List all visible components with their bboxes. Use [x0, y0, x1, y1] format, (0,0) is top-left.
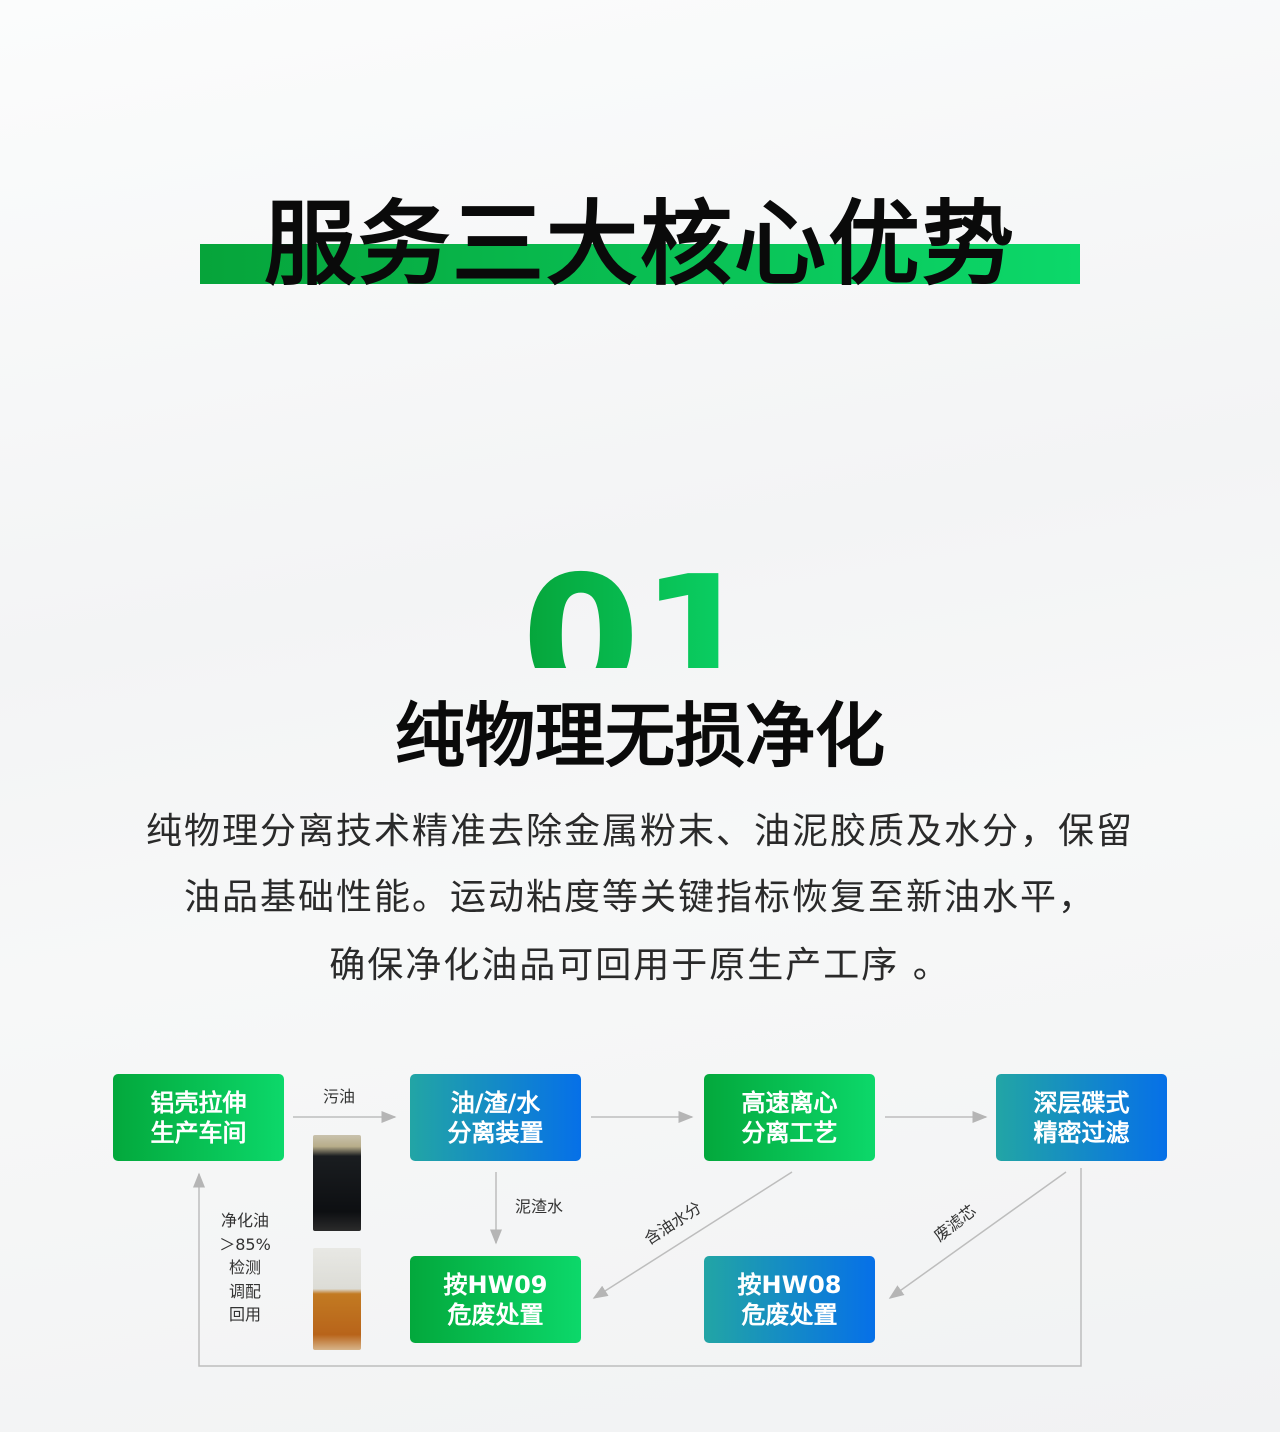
node-label: 铝壳拉伸 [150, 1088, 247, 1117]
node-separator: 油/渣/水分离装置 [410, 1074, 581, 1161]
arrow-waste-filter [888, 1171, 1067, 1299]
node-label: 深层碟式 [1033, 1088, 1130, 1117]
title-highlight-bar [200, 244, 1080, 284]
node-label: 危废处置 [741, 1300, 838, 1329]
return-label-line: 调配 [228, 1281, 261, 1301]
return-label-line: 回用 [228, 1305, 261, 1324]
node-label: 油/渣/水 [450, 1088, 541, 1117]
section-number: 01 [520, 560, 760, 668]
section-title: 纯物理无损净化 [395, 695, 885, 777]
node-label: 分离装置 [447, 1118, 544, 1147]
node-label: 精密过滤 [1033, 1118, 1130, 1147]
section-paragraph-line: 油品基础性能。运动粘度等关键指标恢复至新油水平， [183, 877, 1096, 918]
arrow-return-loop [193, 1168, 1082, 1367]
node-centrifuge: 高速离心分离工艺 [704, 1074, 875, 1161]
node-label: 分离工艺 [741, 1118, 838, 1147]
node-label: 按HW09 [443, 1270, 548, 1299]
return-label-line: ＞85% [219, 1234, 271, 1254]
arrow-oily-water [592, 1171, 793, 1299]
section-paragraph-line: 纯物理分离技术精准去除金属粉末、油泥胶质及水分，保留 [145, 811, 1134, 852]
return-label: 净化油 ＞85% 检测 调配 回用 [212, 1209, 278, 1327]
node-disc-filter: 深层碟式精密过滤 [996, 1074, 1167, 1161]
page-title: 服务三大核心优势 [263, 191, 1016, 298]
label-sludge-water: 泥渣水 [515, 1197, 564, 1216]
return-label-line: 检测 [228, 1258, 261, 1277]
dirty-oil-bottle-image [313, 1135, 361, 1231]
clean-oil-bottle-image [313, 1248, 361, 1350]
section-paragraph-line: 确保净化油品可回用于原生产工序 。 [329, 945, 951, 986]
node-label: 生产车间 [150, 1118, 247, 1147]
label-dirty-oil: 污油 [323, 1087, 356, 1106]
node-label: 按HW08 [737, 1270, 842, 1299]
node-workshop: 铝壳拉伸生产车间 [113, 1074, 284, 1161]
section-number-text: 01 [520, 560, 760, 668]
node-label: 危废处置 [447, 1300, 544, 1329]
return-label-line: 净化油 [220, 1211, 269, 1230]
node-label: 高速离心 [741, 1088, 838, 1117]
